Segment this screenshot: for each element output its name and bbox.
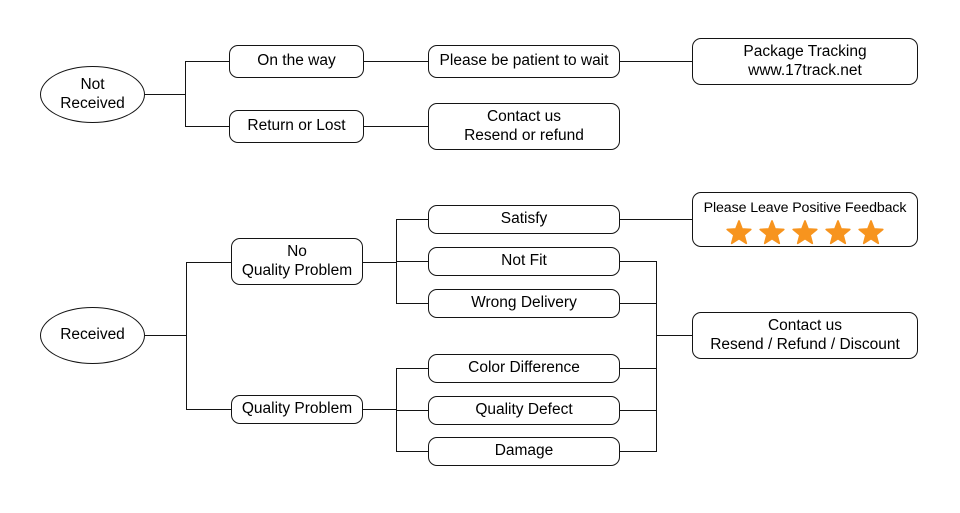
node-wrong-delivery[interactable]: Wrong Delivery [428, 289, 620, 318]
connector-quality-defect-merge [619, 410, 657, 412]
connector-satisfy-feedback [619, 219, 693, 221]
connector-not-received-trunk [145, 94, 186, 96]
connector-trunk-return-or-lost [185, 126, 230, 128]
star-rating[interactable] [726, 220, 884, 246]
connector-return-or-lost-contact-us [363, 126, 429, 128]
node-return-or-lost[interactable]: Return or Lost [229, 110, 364, 143]
connector-merge-vertical [656, 261, 658, 452]
connector-received-trunk [145, 335, 187, 337]
star-icon[interactable] [759, 220, 785, 246]
feedback-label: Please Leave Positive Feedback [703, 200, 907, 216]
connector-on-the-way-be-patient [363, 61, 429, 63]
node-color-difference[interactable]: Color Difference [428, 354, 620, 383]
connector-be-patient-package-tracking [619, 61, 693, 63]
star-icon[interactable] [792, 220, 818, 246]
node-quality-problem[interactable]: Quality Problem [231, 395, 363, 424]
node-quality-defect[interactable]: Quality Defect [428, 396, 620, 425]
star-icon[interactable] [858, 220, 884, 246]
connector-fan-color-difference [396, 368, 429, 370]
connector-fan-not-fit [396, 261, 429, 263]
node-contact-us-resend-or-refund[interactable]: Contact us Resend or refund [428, 103, 620, 150]
node-please-be-patient-to-wait[interactable]: Please be patient to wait [428, 45, 620, 78]
connector-damage-merge [619, 451, 657, 453]
node-package-tracking[interactable]: Package Tracking www.17track.net [692, 38, 918, 85]
node-received[interactable]: Received [40, 307, 145, 364]
node-damage[interactable]: Damage [428, 437, 620, 466]
connector-fan-satisfy [396, 219, 429, 221]
node-not-fit[interactable]: Not Fit [428, 247, 620, 276]
connector-fan-damage [396, 451, 429, 453]
star-icon[interactable] [726, 220, 752, 246]
node-positive-feedback[interactable]: Please Leave Positive Feedback [692, 192, 918, 247]
node-satisfy[interactable]: Satisfy [428, 205, 620, 234]
connector-fan-wrong-delivery [396, 303, 429, 305]
connector-trunk-no-quality-problem [186, 262, 231, 264]
node-contact-us-resend-refund-discount[interactable]: Contact us Resend / Refund / Discount [692, 312, 918, 359]
connector-received-fan [186, 262, 188, 410]
connector-trunk-on-the-way [185, 61, 230, 63]
connector-no-quality-problem-fan [363, 262, 397, 264]
connector-trunk-quality-problem [186, 409, 231, 411]
connector-merge-contact-us-discount [656, 335, 693, 337]
connector-quality-problem-fan [363, 409, 397, 411]
node-on-the-way[interactable]: On the way [229, 45, 364, 78]
connector-wrong-delivery-merge [619, 303, 657, 305]
node-not-received[interactable]: Not Received [40, 66, 145, 123]
node-no-quality-problem[interactable]: No Quality Problem [231, 238, 363, 285]
connector-not-received-fan [185, 61, 187, 127]
star-icon[interactable] [825, 220, 851, 246]
connector-color-difference-merge [619, 368, 657, 370]
connector-not-fit-merge [619, 261, 657, 263]
connector-fan-quality-defect [396, 410, 429, 412]
